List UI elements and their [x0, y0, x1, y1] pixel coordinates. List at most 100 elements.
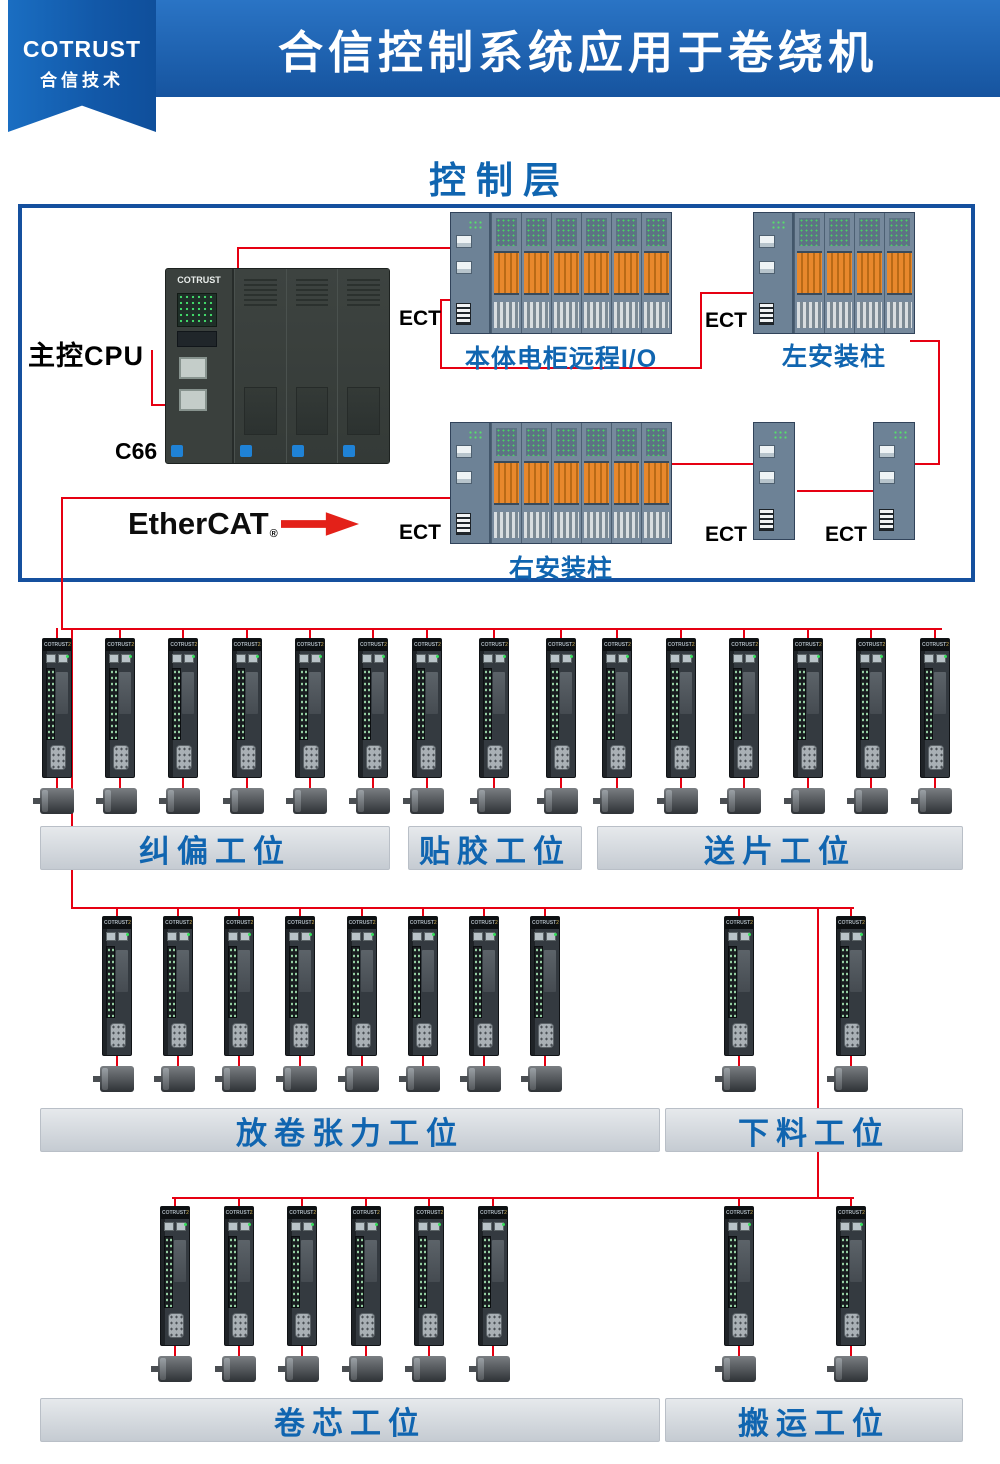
servo-motor: [827, 1066, 868, 1092]
drive-row-core: COTRUST220VCOTRUST220VCOTRUST220VCOTRUST…: [151, 1206, 510, 1384]
servo-drive: COTRUST220V: [231, 638, 262, 778]
servo-drive: COTRUST220V: [412, 638, 442, 778]
ect-label: ECT: [705, 309, 747, 332]
station-label: 贴胶工位: [419, 833, 571, 869]
drive-nameplate: COTRUST220V: [295, 639, 324, 651]
status-led-icon: [187, 933, 191, 936]
drive-voltage-text: 220V: [320, 642, 324, 648]
dsub-connector-icon: [176, 745, 193, 770]
servo-motor: [278, 1356, 320, 1382]
dsub-connector-icon: [537, 1023, 554, 1048]
io-slice: [581, 423, 611, 543]
drive-brand-text: COTRUST: [287, 920, 312, 926]
io-slice: [794, 213, 824, 333]
ethernet-port-icon: [879, 471, 895, 484]
servo-drive: COTRUST220V: [160, 1206, 190, 1346]
terminal-comb: [614, 512, 639, 538]
drive-panel: [421, 950, 434, 992]
drive-unit: COTRUST220V: [337, 916, 379, 1094]
drive-row-taping: COTRUST220VCOTRUST220VCOTRUST220V: [403, 638, 578, 816]
drive-brand-text: COTRUST: [359, 642, 385, 648]
drive-voltage-text: 220V: [750, 920, 753, 926]
drive-brand-text: COTRUST: [531, 920, 557, 926]
drive-nameplate: COTRUST220V: [232, 639, 261, 651]
servo-drive: COTRUST220V: [729, 638, 760, 778]
status-led-icon: [553, 933, 557, 936]
drive-unit: COTRUST220V: [827, 916, 868, 1094]
drive-nameplate: COTRUST220V: [603, 639, 631, 651]
right-column-label: 右安装柱: [508, 555, 613, 583]
terminal-strip: [298, 668, 308, 740]
dsub-connector-icon: [232, 1023, 249, 1048]
dsub-connector-icon: [171, 1023, 188, 1048]
motor-wire: [237, 1346, 240, 1356]
ethernet-ports-icon: [481, 1222, 504, 1231]
ect-coupler-a: [753, 422, 795, 540]
drive-voltage-text: 220V: [384, 642, 387, 648]
dsub-connector-icon: [800, 745, 817, 770]
drive-brand-text: COTRUST: [233, 642, 258, 648]
station-bar: 送片工位: [597, 826, 963, 870]
drive-brand-text: COTRUST: [289, 1210, 314, 1216]
drive-nameplate: COTRUST220V: [103, 917, 131, 929]
drive-panel: [870, 672, 883, 714]
motor-wire: [493, 778, 495, 788]
drive-brand-text: COTRUST: [548, 642, 573, 648]
motor-wire: [543, 1056, 546, 1066]
ethernet-ports-icon: [416, 654, 438, 663]
drive-panel: [360, 950, 373, 992]
ethernet-port-icon: [179, 389, 207, 411]
dsub-connector-icon: [50, 745, 66, 770]
drive-panel: [679, 672, 692, 714]
motor-wire: [364, 1346, 367, 1356]
io-slice: [824, 213, 854, 333]
terminal-comb: [584, 512, 609, 538]
terminal-block: [827, 251, 852, 295]
drive-unit: COTRUST220V: [33, 638, 74, 816]
servo-drive: COTRUST220V: [42, 638, 72, 778]
drive-nameplate: COTRUST220V: [725, 917, 753, 929]
terminal-strip: [46, 668, 55, 740]
drive-brand-text: COTRUST: [481, 642, 506, 648]
terminal-strip: [923, 668, 933, 740]
terminal-strip: [728, 946, 737, 1018]
ethernet-ports-icon: [728, 1222, 750, 1231]
drive-nameplate: COTRUST220V: [164, 917, 193, 929]
dsub-connector-icon: [485, 1313, 502, 1338]
dsub-connector-icon: [110, 1023, 126, 1048]
drive-unit: COTRUST220V: [222, 638, 264, 816]
drive-nameplate: COTRUST220V: [730, 639, 759, 651]
dsub-connector-icon: [732, 1313, 748, 1338]
dsub-connector-icon: [732, 1023, 748, 1048]
servo-drive: COTRUST220V: [836, 1206, 866, 1346]
cpu-expansion-module: [285, 269, 338, 463]
servo-motor: [537, 788, 578, 814]
dsub-connector-icon: [673, 745, 690, 770]
ethernet-ports-icon: [46, 654, 68, 663]
drive-panel: [301, 1240, 314, 1282]
ethernet-ports-icon: [923, 654, 946, 663]
status-led-icon: [468, 430, 484, 441]
servo-motor: [403, 788, 444, 814]
servo-drive: COTRUST220V: [468, 916, 499, 1056]
drive-nameplate: COTRUST220V: [358, 639, 387, 651]
ect-label: ECT: [399, 307, 441, 330]
servo-motor: [341, 1356, 383, 1382]
dsub-connector-icon: [415, 1023, 432, 1048]
station-bar: 下料工位: [665, 1108, 963, 1152]
servo-drive: COTRUST220V: [102, 916, 132, 1056]
servo-motor: [715, 1356, 756, 1382]
terminal-block: [887, 251, 912, 295]
ect-label: ECT: [705, 523, 747, 546]
drive-nameplate: COTRUST220V: [837, 917, 865, 929]
status-led-icon: [880, 655, 884, 658]
drive-nameplate: COTRUST220V: [469, 917, 498, 929]
drive-brand-text: COTRUST: [409, 920, 434, 926]
drive-nameplate: COTRUST220V: [666, 639, 695, 651]
status-led-icon: [748, 1223, 751, 1226]
terminal-strip: [483, 668, 492, 740]
drive-panel: [806, 672, 819, 714]
ect-label: ECT: [825, 523, 867, 546]
motor-wire: [299, 1056, 302, 1066]
servo-drive: COTRUST220V: [529, 916, 560, 1056]
